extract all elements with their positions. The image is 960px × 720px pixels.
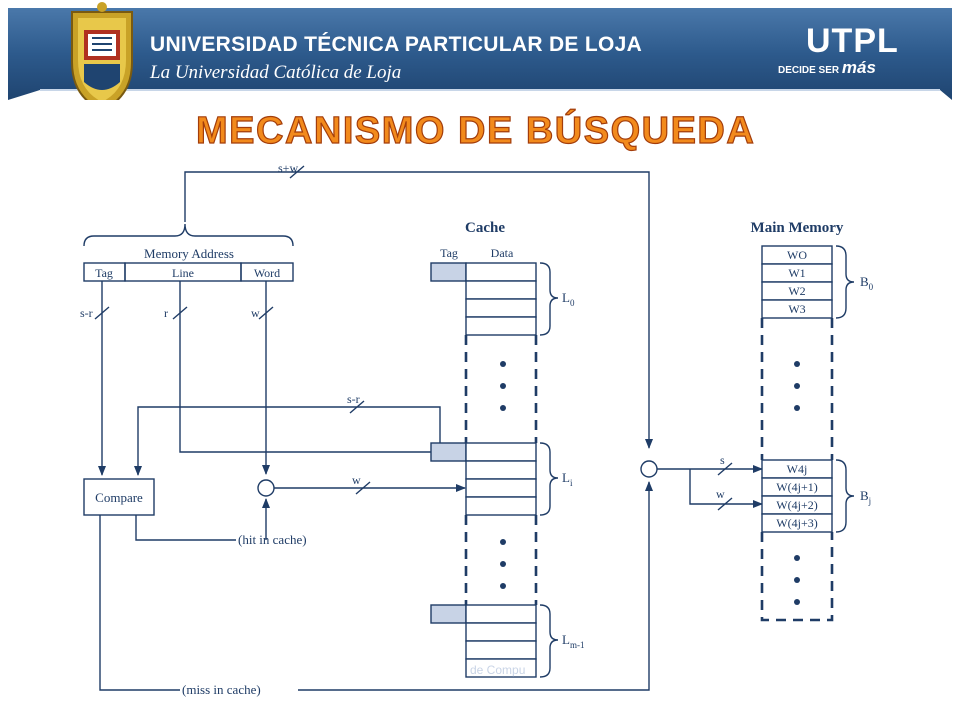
cache-ellipsis [500, 361, 506, 589]
cache-data-header: Data [491, 246, 514, 260]
line-bus [179, 281, 461, 456]
university-crest-icon [71, 2, 133, 100]
cache-tag-header: Tag [440, 246, 458, 260]
slide-title: MECANISMO DE BÚSQUEDA [195, 109, 756, 152]
word-select-bus-label: w [352, 473, 361, 487]
slogan-emphasis: más [841, 58, 876, 77]
main-memory-title: Main Memory [751, 220, 844, 236]
cache-line-i-letter: L [562, 470, 570, 485]
memory-word-4j3: W(4j+3) [776, 516, 817, 530]
word-bus-label: w [251, 306, 260, 320]
memory-braces [835, 245, 855, 533]
stored-tag-bus [134, 406, 441, 476]
memory-select-node [640, 460, 658, 478]
address-line-label: Line [172, 266, 194, 280]
header-background [0, 0, 960, 100]
utpl-slogan: DECIDE SER más [778, 58, 876, 78]
hit-line [135, 515, 236, 541]
memory-address-label: Memory Address [144, 246, 234, 261]
block-0-letter: B [860, 274, 869, 289]
cache-tag-cell [430, 262, 467, 282]
word-select-node [257, 479, 275, 497]
university-name: UNIVERSIDAD TÉCNICA PARTICULAR DE LOJA [150, 33, 643, 56]
memory-word-0: WO [787, 248, 807, 262]
line-bus-label: r [164, 306, 168, 320]
top-bus-label: s+w [278, 161, 298, 175]
tag-bus-label: s-r [80, 306, 93, 320]
cache-line-0-subscript: 0 [570, 298, 575, 308]
cache-title: Cache [465, 220, 505, 236]
memory-w-label: w [716, 487, 725, 501]
memory-word-1: W1 [788, 266, 805, 280]
memory-word-2: W2 [788, 284, 805, 298]
utpl-logo: UTPL [806, 22, 899, 60]
university-motto: La Universidad Católica de Loja [150, 62, 402, 83]
cache-line-i-subscript: i [570, 478, 573, 488]
block-j-subscript: j [868, 496, 872, 506]
cache-line-m-letter: L [562, 632, 570, 647]
top-address-bus [184, 171, 653, 449]
cache-braces [539, 262, 559, 678]
cache-dashed-borders [464, 335, 538, 605]
cache-line-m-label: Lm-1 [562, 632, 584, 650]
memory-address-brace [83, 223, 294, 247]
block-0-label: B0 [860, 274, 874, 292]
cache-line-0-label: L0 [562, 290, 575, 308]
slogan-prefix: DECIDE SER [778, 65, 840, 76]
address-word-field [240, 262, 294, 282]
compare-box [83, 478, 155, 516]
memory-s-label: s [720, 453, 725, 467]
memory-word-4j2: W(4j+2) [776, 498, 817, 512]
memory-word-3: W3 [788, 302, 805, 316]
miss-label: (miss in cache) [182, 682, 261, 697]
cache-line-i-label: Li [562, 470, 573, 488]
stored-tag-bus-label: s-r [347, 392, 360, 406]
header-banner: UNIVERSIDAD TÉCNICA PARTICULAR DE LOJA L… [0, 0, 960, 100]
address-tag-label: Tag [95, 266, 113, 280]
main-memory-block [761, 245, 833, 533]
footer-text: de Compu [470, 663, 526, 677]
block-j-label: Bj [860, 488, 871, 506]
memory-word-4j: W4j [787, 462, 808, 476]
memory-dashed-borders [760, 318, 834, 622]
cache-tag-cell [430, 604, 467, 624]
cache-tag-cell [430, 442, 467, 462]
memory-word-4j1: W(4j+1) [776, 480, 817, 494]
block-0-subscript: 0 [869, 282, 874, 292]
miss-line [99, 515, 180, 691]
cache-block [430, 262, 537, 678]
block-j-letter: B [860, 488, 869, 503]
hit-label: (hit in cache) [238, 532, 307, 547]
cache-line-0-letter: L [562, 290, 570, 305]
cache-line-m-subscript: m-1 [570, 640, 585, 650]
memory-ellipsis [794, 361, 800, 605]
address-word-label: Word [254, 266, 280, 280]
compare-label: Compare [95, 490, 143, 505]
